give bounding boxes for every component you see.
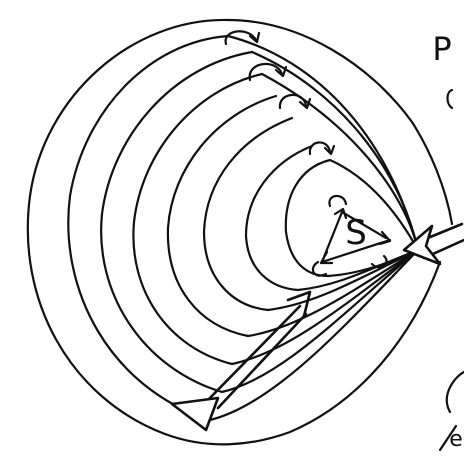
loop-arrow-4 — [310, 142, 334, 154]
loop-arrow-3 — [280, 95, 310, 108]
shell-3 — [133, 74, 418, 364]
bottom-right-letter: e — [449, 427, 463, 452]
outer-sphere-top — [228, 20, 452, 224]
corner-loop-top — [329, 196, 346, 206]
upper-right-arc — [448, 90, 453, 108]
right-edge-letter: P — [432, 30, 451, 68]
center-label: S — [345, 213, 367, 253]
